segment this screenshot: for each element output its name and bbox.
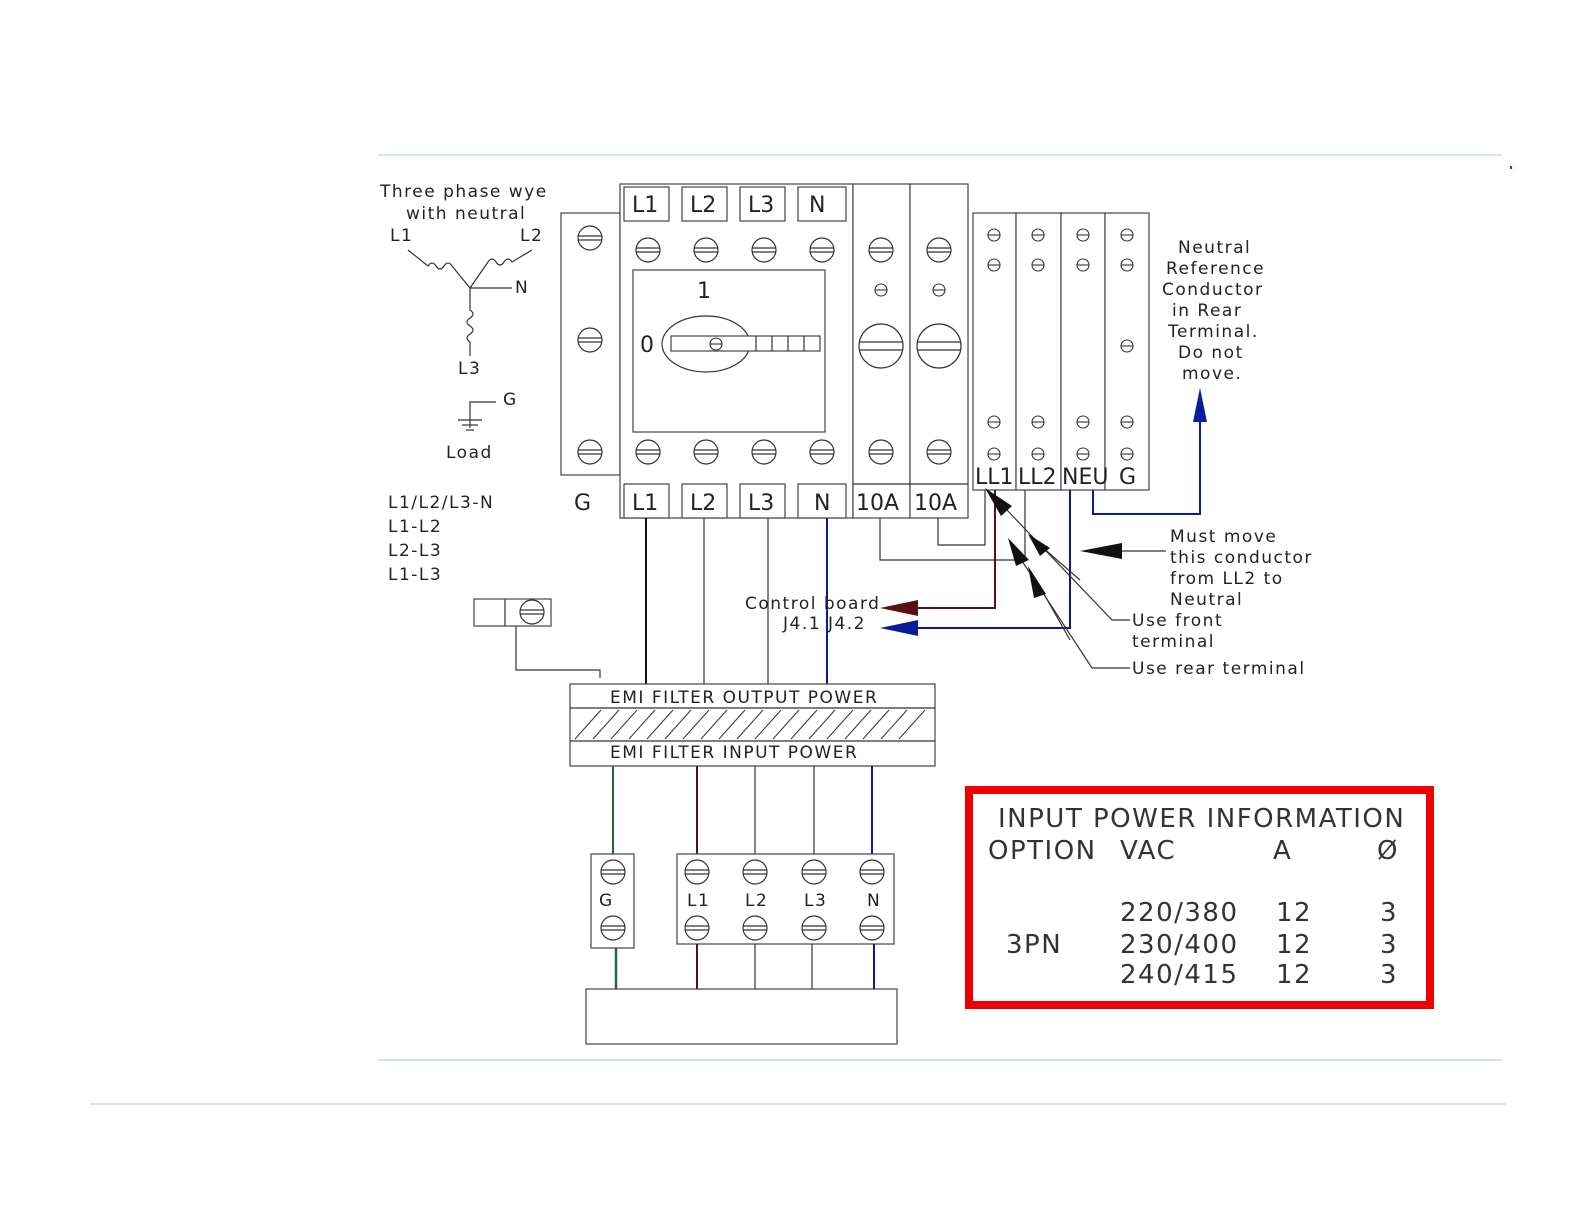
svg-text:in Rear: in Rear: [1172, 301, 1242, 321]
input-n-label: N: [867, 891, 881, 911]
neutral-reference-note: Neutral Reference Conductor in Rear Term…: [1162, 238, 1265, 384]
svg-text:Do not: Do not: [1178, 343, 1244, 363]
info-row3-vac: 240/415: [1120, 960, 1239, 990]
info-row3-a: 12: [1276, 960, 1312, 990]
wye-label-g: G: [503, 390, 518, 410]
front-rear-notes: Use front terminal Use rear terminal: [985, 488, 1306, 679]
ground-terminal-small: [473, 598, 601, 678]
wye-symbol: Three phase wye with neutral L1 L2 N L3 …: [379, 182, 548, 463]
emi-output-label: EMI FILTER OUTPUT POWER: [610, 688, 878, 708]
info-option-value: 3PN: [1006, 930, 1062, 960]
input-l2-label: L2: [745, 891, 768, 911]
svg-text:Conductor: Conductor: [1162, 280, 1264, 300]
wye-title-line1: Three phase wye: [379, 182, 548, 202]
info-header-vac: VAC: [1120, 836, 1176, 866]
control-board-note: Control board J4.1 J4.2: [745, 490, 1071, 636]
svg-text:Neutral: Neutral: [1178, 238, 1251, 258]
input-wires: [612, 766, 873, 854]
info-header-phase: Ø: [1377, 836, 1399, 866]
fuse-2-label: 10A: [914, 491, 957, 516]
must-move-note: Must move this conductor from LL2 to Neu…: [1080, 527, 1313, 610]
switch-on-mark: 1: [697, 279, 711, 304]
input-ground-label: G: [599, 891, 614, 911]
main-switch: G L1 L2 L3 N 1 0 L1 L2 L3 N: [560, 183, 854, 519]
fuse-1-label: 10A: [856, 491, 899, 516]
supply-wires: [614, 944, 875, 989]
emi-input-label: EMI FILTER INPUT POWER: [610, 743, 858, 763]
switch-top-label-l2: L2: [690, 193, 716, 218]
load-label: Load: [446, 443, 493, 463]
use-front-line1: Use front: [1132, 611, 1223, 631]
neutral-arrow: [1092, 388, 1207, 515]
terminal-block: LL1 LL2 NEU G: [972, 212, 1150, 491]
fuse-holders: 10A 10A: [852, 183, 969, 519]
terminal-ll1-label: LL1: [975, 465, 1014, 490]
switch-handle: [670, 335, 821, 352]
info-row1-phase: 3: [1380, 898, 1398, 928]
info-row2-vac: 230/400: [1120, 930, 1239, 960]
connection-l1-l2-l3-n: L1/L2/L3-N: [388, 493, 494, 513]
connection-l1-l2: L1-L2: [388, 517, 442, 537]
input-l1-label: L1: [687, 891, 710, 911]
switch-top-label-n: N: [809, 193, 825, 218]
switch-wires: [645, 490, 1026, 684]
svg-text:Must move: Must move: [1170, 527, 1277, 547]
svg-text:Neutral: Neutral: [1170, 590, 1243, 610]
svg-text:Terminal.: Terminal.: [1167, 322, 1259, 342]
svg-text:Reference: Reference: [1166, 259, 1265, 279]
wye-label-l1: L1: [390, 226, 413, 246]
wye-label-n: N: [515, 278, 529, 298]
use-front-line2: terminal: [1132, 632, 1215, 652]
switch-bottom-label-n: N: [814, 491, 830, 516]
switch-bottom-label-l3: L3: [748, 491, 774, 516]
control-board-label: Control board: [745, 594, 880, 614]
red-mark: [1510, 166, 1512, 169]
supply-box: [585, 988, 898, 1045]
switch-bottom-label-l1: L1: [632, 491, 658, 516]
svg-text:move.: move.: [1182, 364, 1242, 384]
control-board-pins: J4.1 J4.2: [782, 614, 866, 634]
switch-ground-label: G: [574, 491, 591, 516]
terminal-g-label: G: [1119, 465, 1136, 490]
wye-label-l3: L3: [458, 359, 481, 379]
info-row1-vac: 220/380: [1120, 898, 1239, 928]
info-row1-a: 12: [1276, 898, 1312, 928]
input-l3-label: L3: [804, 891, 827, 911]
switch-top-label-l3: L3: [748, 193, 774, 218]
connection-l1-l3: L1-L3: [388, 565, 442, 585]
switch-top-terminal-l1: [623, 186, 670, 222]
switch-bottom-label-l2: L2: [690, 491, 716, 516]
use-rear-terminal: Use rear terminal: [1132, 659, 1306, 679]
info-header-a: A: [1273, 836, 1292, 866]
info-header-option: OPTION: [988, 836, 1097, 866]
svg-text:from LL2 to: from LL2 to: [1170, 569, 1284, 589]
info-title: INPUT POWER INFORMATION: [998, 804, 1405, 834]
terminal-ll2-label: LL2: [1018, 465, 1057, 490]
switch-top-label-l1: L1: [632, 193, 658, 218]
info-row3-phase: 3: [1380, 960, 1398, 990]
connection-l2-l3: L2-L3: [388, 541, 442, 561]
terminal-neu-label: NEU: [1062, 465, 1108, 490]
info-row2-phase: 3: [1380, 930, 1398, 960]
info-highlight-box: [965, 786, 1434, 1009]
info-row2-a: 12: [1276, 930, 1312, 960]
input-power-info: INPUT POWER INFORMATION OPTION VAC A Ø 3…: [965, 786, 1434, 1009]
switch-off-mark: 0: [640, 333, 654, 358]
emi-filter: EMI FILTER OUTPUT POWER EMI FILTER INPUT…: [569, 683, 936, 767]
wye-title-line2: with neutral: [406, 204, 526, 224]
wye-label-l2: L2: [520, 226, 543, 246]
svg-text:this conductor: this conductor: [1170, 548, 1313, 568]
input-terminal-block: G L1 L2 L3 N: [590, 853, 895, 949]
